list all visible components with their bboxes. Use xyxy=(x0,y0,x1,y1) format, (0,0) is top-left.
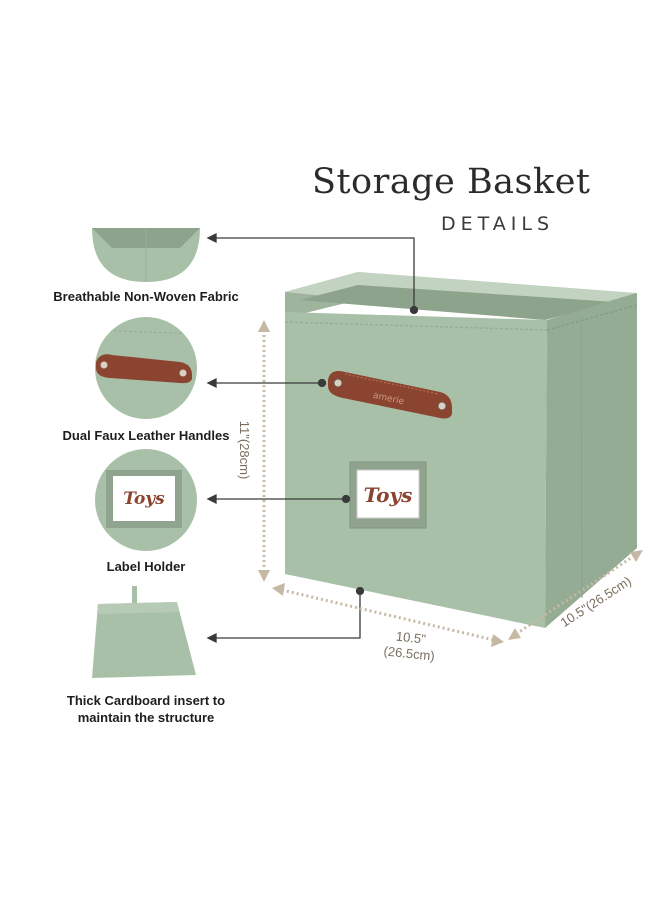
dimension-height-label: 11"(28cm) xyxy=(237,420,252,480)
dimension-lines xyxy=(258,320,643,647)
cardboard-insert-thumbnail xyxy=(92,586,196,678)
basket-label-holder: Toys xyxy=(349,461,427,529)
basket-interior xyxy=(300,285,615,320)
handle-thumbnail xyxy=(95,317,197,419)
page-subtitle: DETAILS xyxy=(441,213,555,235)
thumbnail-label-text: Toys xyxy=(123,489,165,509)
label-holder-thumbnail: Toys xyxy=(95,449,197,551)
page-title: Storage Basket xyxy=(312,162,591,202)
basket-label-text: Toys xyxy=(364,483,413,507)
feature-caption-cardboard: Thick Cardboard insert to maintain the s… xyxy=(40,692,252,726)
feature-caption-label-holder: Label Holder xyxy=(106,559,186,574)
feature-caption-cardboard-line1: Thick Cardboard insert to xyxy=(66,693,226,708)
feature-caption-fabric: Breathable Non-Woven Fabric xyxy=(53,289,239,304)
basket-side-face xyxy=(545,293,637,628)
storage-basket: amerie Toys xyxy=(284,272,638,628)
pointer-lines xyxy=(206,232,419,644)
feature-caption-handles: Dual Faux Leather Handles xyxy=(62,428,230,443)
feature-caption-cardboard-line2: maintain the structure xyxy=(77,710,215,725)
fabric-thumbnail xyxy=(92,228,200,282)
basket-handle: amerie xyxy=(328,371,452,419)
